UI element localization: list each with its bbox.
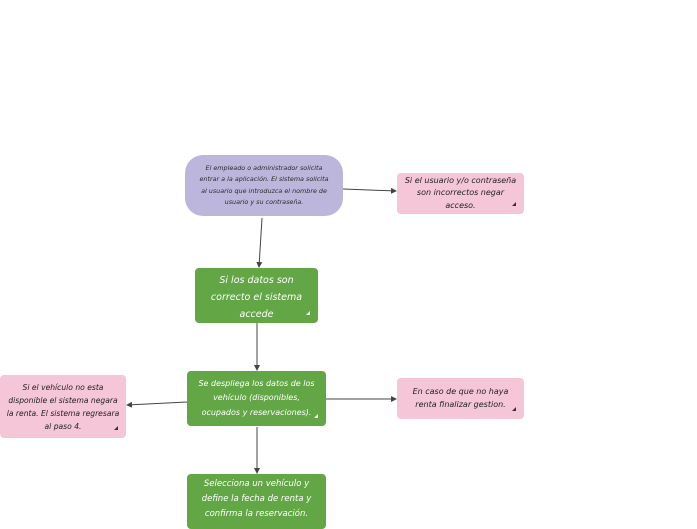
access-node[interactable]: Si los datos son correcto el sistema acc… bbox=[195, 268, 318, 323]
vehicles-node-text: Se despliega los datos de los vehículo (… bbox=[198, 378, 315, 417]
edge-vehicles-to-not-available bbox=[126, 401, 188, 408]
expand-corner-icon bbox=[512, 202, 516, 206]
not-available-node-text: Si el vehículo no esta disponible el sis… bbox=[6, 382, 120, 431]
edge-start-to-login-error bbox=[342, 187, 397, 194]
no-rent-node[interactable]: En caso de que no haya renta finalizar g… bbox=[397, 378, 524, 419]
start-node-text: El empleado o administrador solicita ent… bbox=[199, 163, 329, 207]
select-vehicle-node-text: Selecciona un vehículo y define la fecha… bbox=[201, 479, 312, 519]
expand-corner-icon bbox=[114, 426, 118, 430]
access-node-text: Si los datos son correcto el sistema acc… bbox=[210, 275, 303, 320]
login-error-node-text: Si el usuario y/o contraseña son incorre… bbox=[404, 175, 517, 210]
select-vehicle-node[interactable]: Selecciona un vehículo y define la fecha… bbox=[187, 474, 326, 529]
login-error-node[interactable]: Si el usuario y/o contraseña son incorre… bbox=[397, 173, 524, 214]
not-available-node[interactable]: Si el vehículo no esta disponible el sis… bbox=[0, 375, 126, 438]
vehicles-node[interactable]: Se despliega los datos de los vehículo (… bbox=[187, 371, 326, 426]
edge-start-to-access bbox=[256, 217, 263, 268]
expand-corner-icon bbox=[306, 311, 310, 315]
start-node[interactable]: El empleado o administrador solicita ent… bbox=[185, 155, 343, 216]
no-rent-node-text: En caso de que no haya renta finalizar g… bbox=[412, 387, 509, 409]
expand-corner-icon bbox=[512, 407, 516, 411]
expand-corner-icon bbox=[314, 414, 318, 418]
